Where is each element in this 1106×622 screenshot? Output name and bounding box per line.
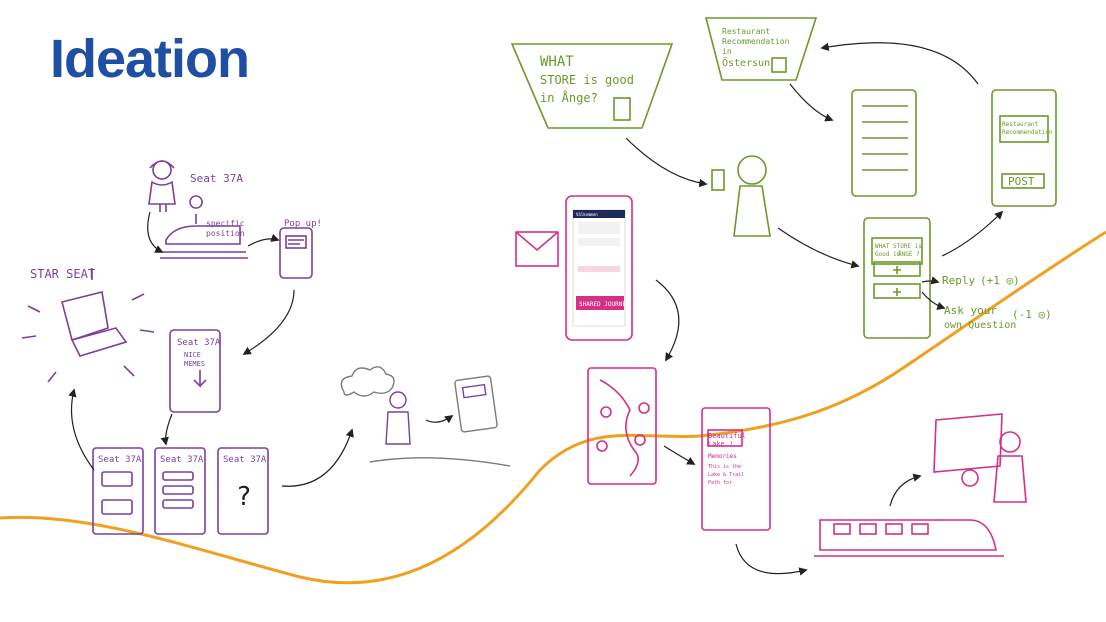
magenta-flow-arrows	[655, 279, 922, 576]
reply-points: (+1 ◎)	[980, 274, 1020, 287]
chat-phone-2	[154, 447, 206, 535]
store-sign-line-1: WHAT	[540, 54, 574, 70]
app-shared-journey-button: SHARED JOURNEY	[579, 301, 630, 308]
train-position-icon	[160, 195, 248, 259]
reply-plus-icon	[893, 266, 901, 274]
ask-points: (-1 ◎)	[1012, 308, 1052, 321]
cloud-icon	[340, 366, 395, 397]
question-line-2: Good in	[875, 251, 901, 258]
card-title-1: Beautiful	[708, 432, 746, 440]
popup-label: Pop up!	[284, 219, 322, 229]
memory-card-phone	[701, 407, 771, 531]
question-line-1: WHAT STORE is	[875, 243, 922, 250]
popup-phone	[279, 227, 313, 279]
restaurant-sign-line-3: in	[722, 47, 732, 56]
person-with-phone	[711, 155, 771, 237]
magenta-flow	[515, 195, 1027, 557]
store-sign-line-2: STORE is good	[540, 73, 634, 87]
restaurant-sign-line-1: Restaurant	[722, 27, 770, 36]
position-label-2: position	[206, 229, 245, 238]
reply-label: Reply	[942, 274, 975, 287]
restaurant-sign-line-4: Östersun	[722, 56, 770, 69]
star-seat-icon	[21, 268, 155, 383]
timeline-curve	[0, 230, 1106, 585]
tablet-icon	[454, 375, 498, 433]
card-note-3: Path for	[708, 480, 732, 486]
star-seat-label: STAR SEAT	[30, 267, 95, 281]
seat-screen-phone	[169, 329, 221, 413]
person-icon	[148, 160, 176, 212]
restaurant-sign	[704, 17, 818, 81]
card-tag: Memories	[708, 453, 737, 460]
post-phone-line-1: Restaurant	[1002, 121, 1039, 128]
page-title: Ideation	[50, 29, 250, 89]
app-header: Välkommen	[576, 212, 598, 217]
chat-phone-1	[92, 447, 144, 535]
green-flow-arrows	[625, 42, 1004, 310]
mail-icon	[515, 231, 559, 267]
purple-flow-arrows	[68, 211, 454, 487]
restaurant-sign-line-2: Recommendation	[722, 37, 790, 46]
chat-phone-1-title: Seat 37A	[98, 455, 142, 465]
post-phone-line-2: Recommendation	[1002, 129, 1053, 136]
screen-seat-label: Seat 37A	[177, 338, 221, 348]
post-button-label: POST	[1008, 175, 1035, 188]
chat-phone-3-title: Seat 37A	[223, 455, 267, 465]
green-flow	[510, 17, 1057, 339]
chat-phone-3-question: ?	[236, 482, 252, 512]
card-note-2: Lake & Trail	[708, 472, 744, 478]
store-question-sign	[510, 43, 674, 129]
card-title-2: Lake !	[708, 440, 733, 448]
ask-plus-icon	[893, 288, 901, 296]
position-label-1: specific	[206, 219, 245, 228]
screen-note-2: MEMES	[184, 360, 205, 368]
magenta-text: Välkommen SHARED JOURNEY Beautiful Lake …	[576, 212, 746, 486]
ask-label-2: own Question	[944, 320, 1016, 331]
screen-note-1: NICE	[184, 351, 201, 359]
post-phone	[991, 89, 1057, 207]
chat-phone-2-title: Seat 37A	[160, 455, 204, 465]
billboard-icon	[933, 413, 1003, 487]
qr-code-icon	[613, 97, 631, 121]
traveller-icon	[369, 391, 511, 467]
chat-phone-3	[217, 447, 269, 535]
card-note-1: This is the	[708, 464, 741, 470]
store-sign-line-3: in Ånge?	[540, 90, 598, 105]
ask-label-1: Ask your	[944, 304, 997, 317]
question-line-3: ÅNGE ?	[898, 251, 920, 258]
green-text: WHAT STORE is good in Ånge? Restaurant R…	[540, 27, 1053, 331]
recommendation-list-phone	[851, 89, 917, 197]
purple-flow: Seat 37A specific position Pop up! STAR …	[21, 160, 322, 535]
viewer-person-icon	[993, 431, 1027, 503]
app-screenshot-phone	[565, 195, 633, 341]
person-seat-label: Seat 37A	[190, 172, 243, 185]
map-phone	[587, 367, 657, 485]
question-phone	[863, 217, 931, 339]
train-icon	[814, 519, 1004, 557]
